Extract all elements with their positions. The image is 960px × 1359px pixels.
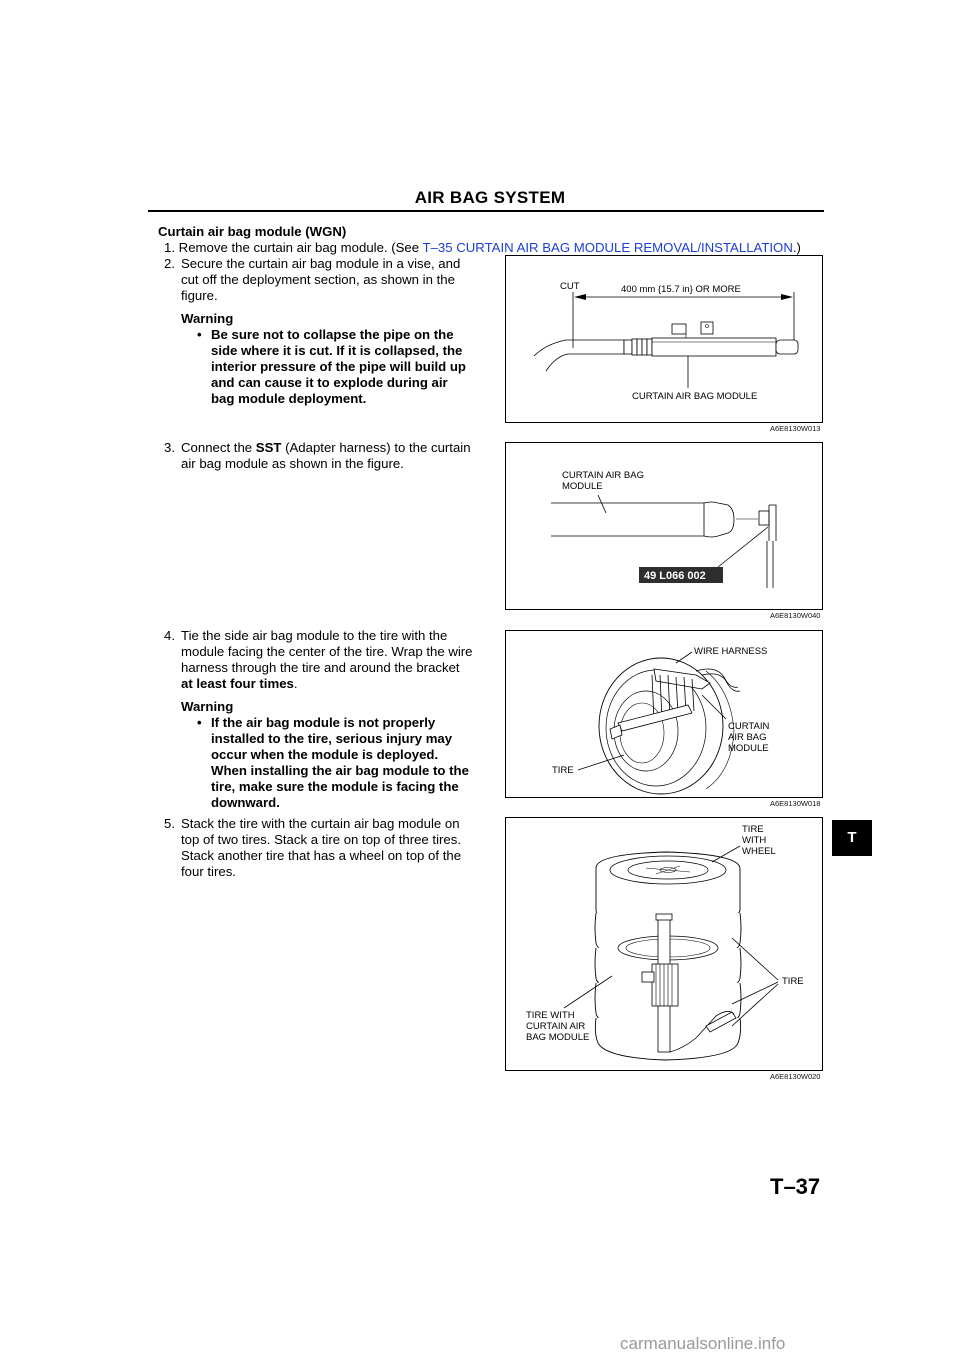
step-number: 4. <box>164 628 175 643</box>
text-line: installed to the tire, serious injury ma… <box>211 731 453 746</box>
step-5-text: Stack the tire with the curtain air bag … <box>181 816 491 880</box>
tire-with-wheel-line2: WITH <box>742 835 766 846</box>
text-line: side where it is cut. If it is collapsed… <box>211 343 463 358</box>
step-number: 1. <box>164 240 175 255</box>
tire-with-wheel-line1: TIRE <box>742 824 764 835</box>
step-text-end: .) <box>792 240 801 255</box>
text-line: Stack the tire with the curtain air bag … <box>181 816 460 831</box>
text-line: Be sure not to collapse the pipe on the <box>211 327 454 342</box>
figure-tire-module: WIRE HARNESS CURTAIN AIR BAG MODULE TIRE <box>505 630 823 798</box>
module-label-line3: MODULE <box>728 743 769 754</box>
warning-text: • Be sure not to collapse the pipe on the… <box>197 327 487 407</box>
tire-label: TIRE <box>782 976 804 987</box>
step-2-text: Secure the curtain air bag module in a v… <box>181 256 481 304</box>
dimension-label: 400 mm {15.7 in} OR MORE <box>621 284 741 295</box>
step-2: 2. <box>164 256 175 272</box>
step-3-text: Connect the SST (Adapter harness) to the… <box>181 440 491 472</box>
text-line: Tie the side air bag module to the tire … <box>181 628 448 643</box>
cross-reference-link[interactable]: T–35 CURTAIN AIR BAG MODULE REMOVAL/INST… <box>422 240 793 255</box>
step-3: 3. <box>164 440 175 456</box>
text-line: tire, make sure the module is facing the <box>211 779 459 794</box>
sst-term: SST <box>255 440 282 455</box>
text-line: interior pressure of the pipe will build… <box>211 359 466 374</box>
pipe-cut-illustration: CUT 400 mm {15.7 in} OR MORE CURTAIN AIR… <box>533 281 799 402</box>
text-line: cut off the deployment section, as shown… <box>181 272 455 287</box>
tire-stack-illustration: TIRE WITH WHEEL TIRE TIRE WITH CURTAIN A… <box>526 824 804 1061</box>
step-number: 5. <box>164 816 175 831</box>
tire-with-module-line3: BAG MODULE <box>526 1032 589 1043</box>
text-line: If the air bag module is not properly <box>211 715 436 730</box>
text-span: . <box>293 676 298 691</box>
text-line: When installing the air bag module to th… <box>211 763 469 778</box>
page-number: T–37 <box>770 1174 821 1199</box>
text-line: four tires. <box>181 864 236 879</box>
text-line: occur when the module is deployed. <box>211 747 439 762</box>
step-1: 1. Remove the curtain air bag module. (S… <box>164 240 801 256</box>
text-line: figure. <box>181 288 218 303</box>
header-rule <box>148 210 824 212</box>
text-line: top of two tires. Stack a tire on top of… <box>181 832 462 847</box>
step-number: 3. <box>164 440 175 455</box>
figure-id: A6E8130W020 <box>770 1072 821 1081</box>
tire-with-wheel-line3: WHEEL <box>742 846 776 857</box>
sst-connection-illustration: CURTAIN AIR BAG MODULE 49 L066 002 <box>551 470 777 588</box>
text-line: module facing the center of the tire. Wr… <box>181 644 473 659</box>
bullet-icon: • <box>197 715 202 730</box>
text-line: and can cause it to explode during air <box>211 375 448 390</box>
emphasis-text: at least four times <box>181 676 294 691</box>
wire-harness-label: WIRE HARNESS <box>694 646 767 657</box>
text-span: Connect the <box>181 440 256 455</box>
figure-id: A6E8130W013 <box>770 424 821 433</box>
tire-with-module-line1: TIRE WITH <box>526 1010 575 1021</box>
warning-label: Warning <box>181 699 234 714</box>
section-tab: T <box>832 820 872 856</box>
step-5: 5. <box>164 816 175 832</box>
module-label-line1: CURTAIN AIR BAG <box>562 470 644 481</box>
figure-id: A6E8130W040 <box>770 611 821 620</box>
page-header-title: AIR BAG SYSTEM <box>414 188 566 207</box>
text-line: Stack another tire that has a wheel on t… <box>181 848 462 863</box>
step-number: 2. <box>164 256 175 271</box>
warning-text: • If the air bag module is not properly i… <box>197 715 492 811</box>
step-text: Remove the curtain air bag module. (See <box>178 240 423 255</box>
step-4-text: Tie the side air bag module to the tire … <box>181 628 491 692</box>
text-span: (Adapter harness) to the curtain <box>281 440 471 455</box>
tire-module-illustration: WIRE HARNESS CURTAIN AIR BAG MODULE TIRE <box>552 646 769 795</box>
section-heading: Curtain air bag module (WGN) <box>158 224 347 239</box>
sst-part-number: 49 L066 002 <box>644 570 706 582</box>
text-line: harness through the tire and around the … <box>181 660 460 675</box>
figure-sst-connection: CURTAIN AIR BAG MODULE 49 L066 002 <box>505 442 823 610</box>
watermark: carmanualsonline.info <box>620 1334 786 1353</box>
module-label-line2: AIR BAG <box>728 732 767 743</box>
module-label-line2: MODULE <box>562 481 603 492</box>
warning-label: Warning <box>181 311 234 326</box>
module-label: CURTAIN AIR BAG MODULE <box>632 391 757 402</box>
tire-label: TIRE <box>552 765 574 776</box>
step-4: 4. <box>164 628 175 644</box>
figure-tire-stack: TIRE WITH WHEEL TIRE TIRE WITH CURTAIN A… <box>505 817 823 1071</box>
text-line: air bag module as shown in the figure. <box>181 456 404 471</box>
cut-label: CUT <box>560 281 580 292</box>
bullet-icon: • <box>197 327 202 342</box>
tire-with-module-line2: CURTAIN AIR <box>526 1021 585 1032</box>
text-line: bag module deployment. <box>211 391 367 406</box>
text-line: Secure the curtain air bag module in a v… <box>181 256 461 271</box>
figure-id: A6E8130W018 <box>770 799 821 808</box>
figure-pipe-cut: CUT 400 mm {15.7 in} OR MORE CURTAIN AIR… <box>505 255 823 423</box>
text-line: downward. <box>211 795 280 810</box>
module-label-line1: CURTAIN <box>728 721 769 732</box>
